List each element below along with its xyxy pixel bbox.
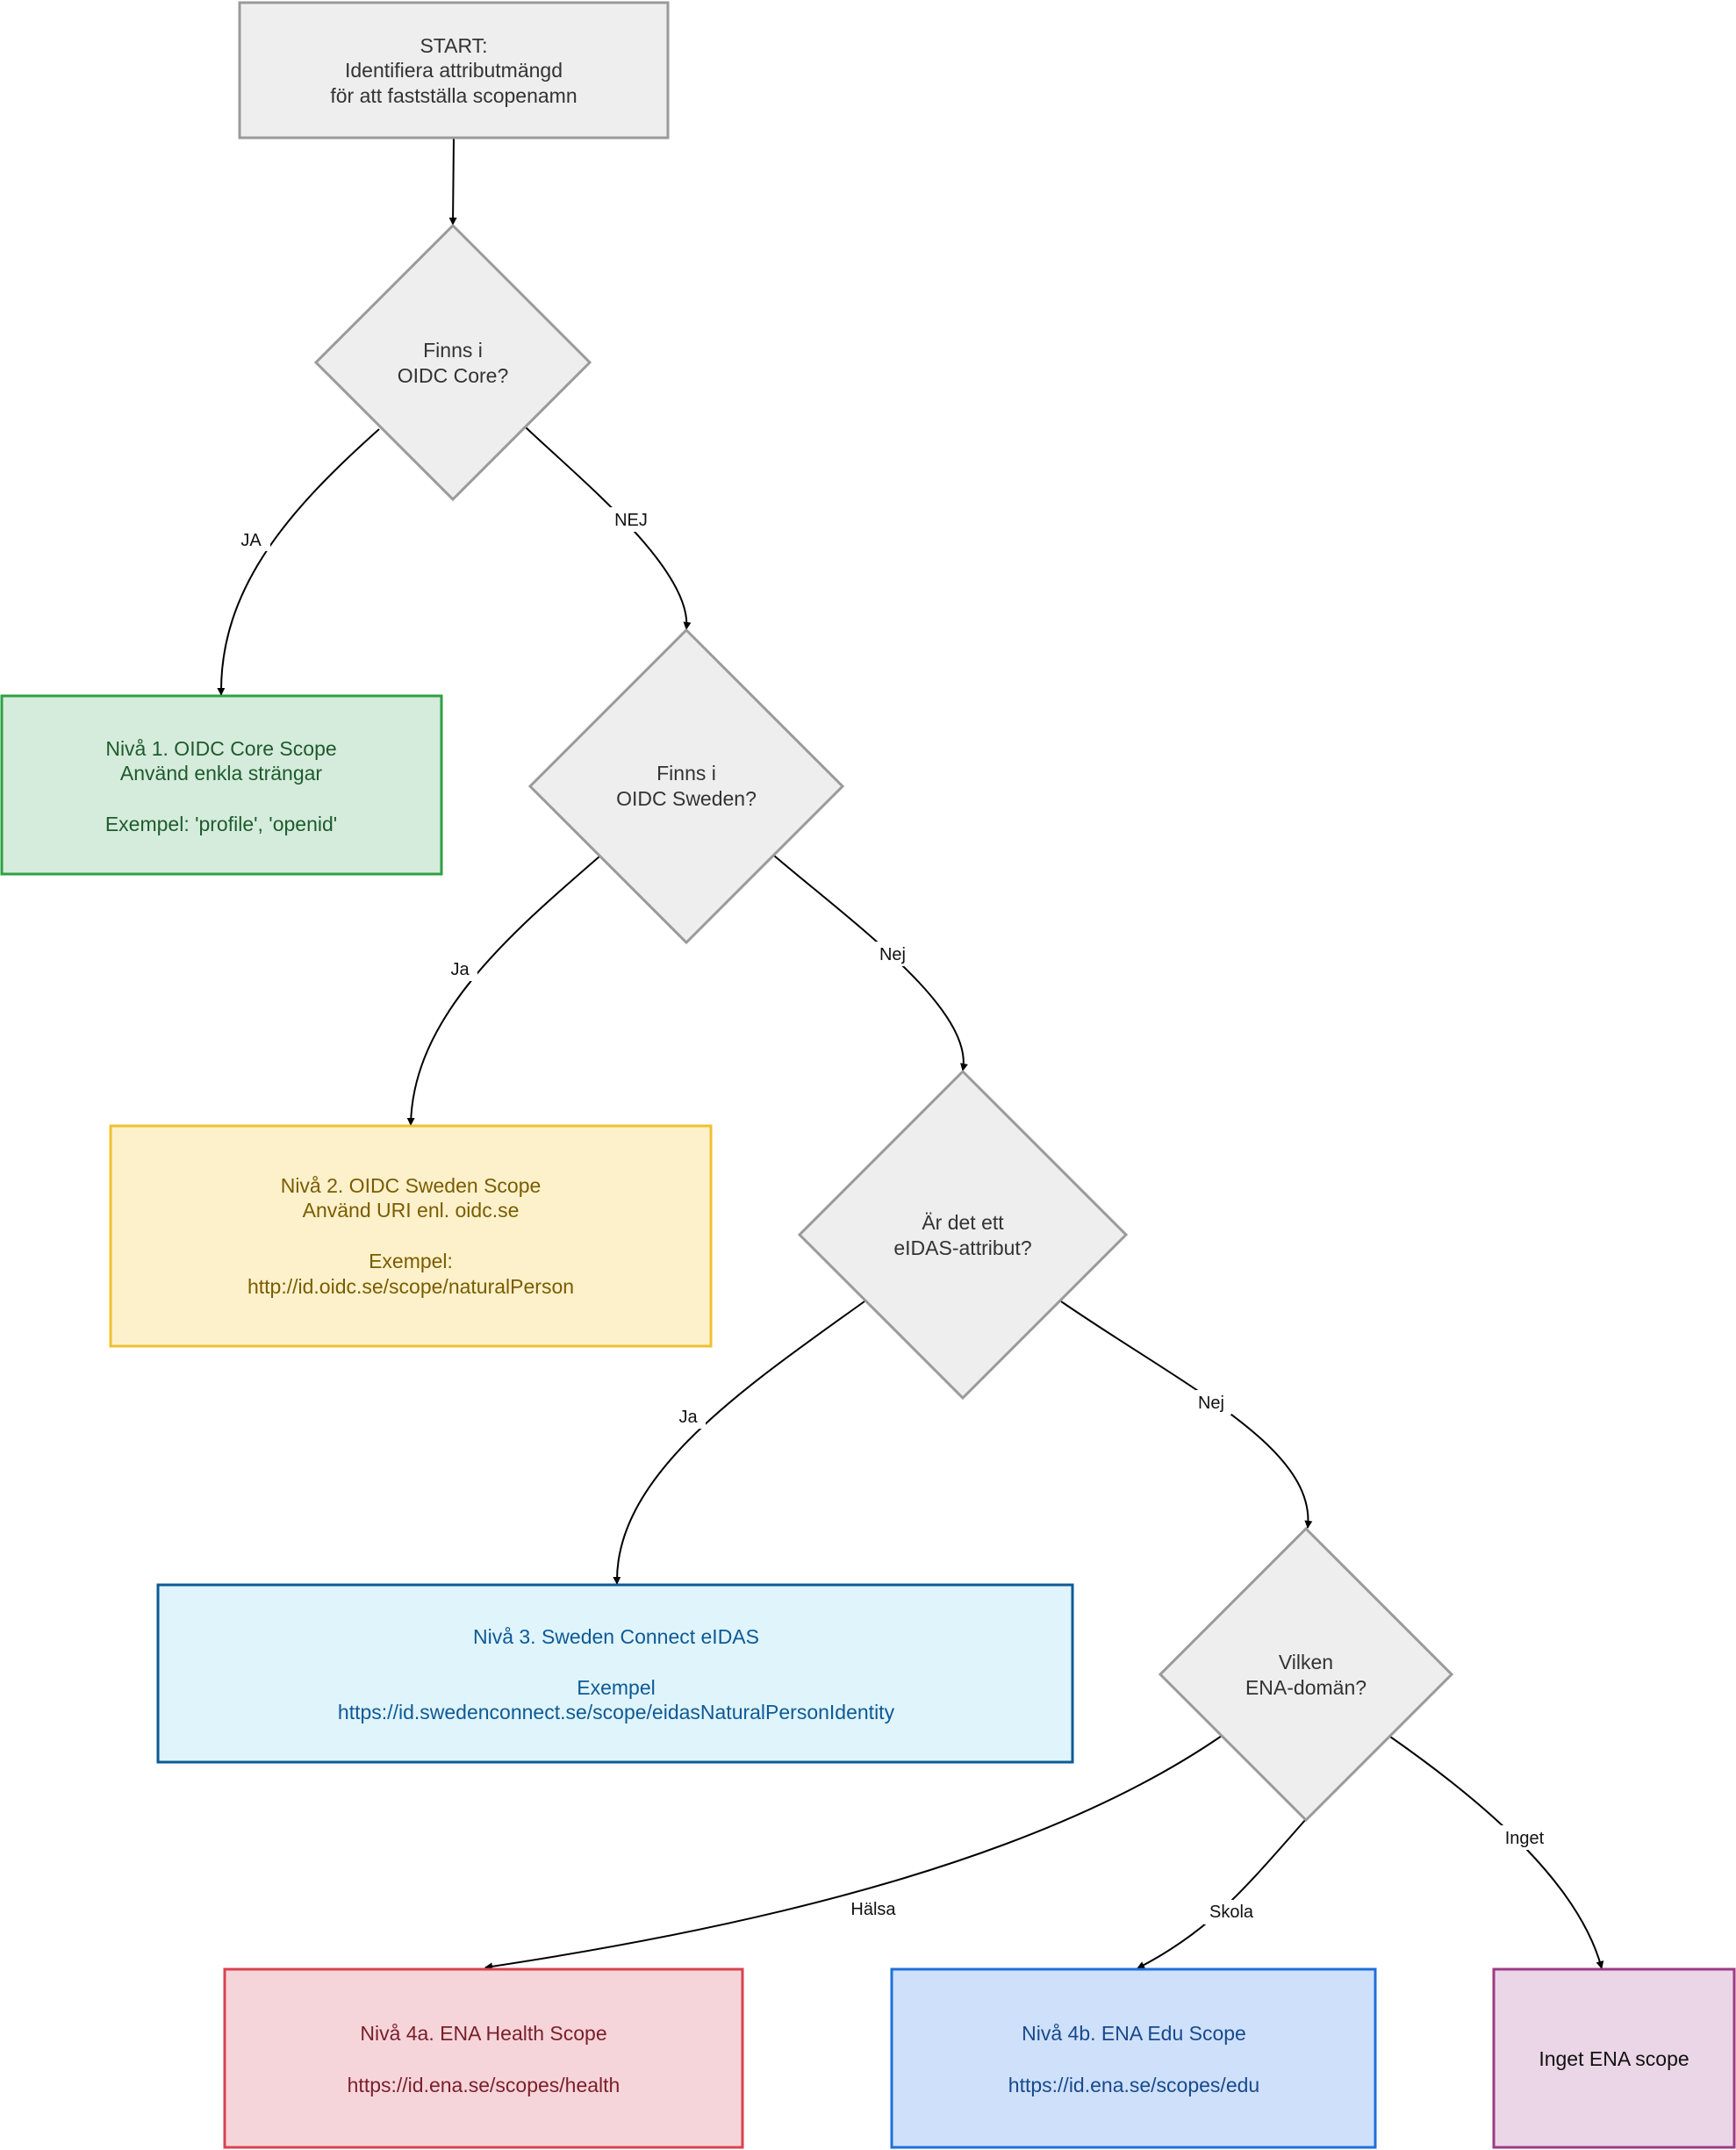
- level-1-title: Nivå 1. OIDC Core Scope: [105, 737, 336, 760]
- edge-label-core-yes: JA: [240, 531, 262, 550]
- level-4a-title: Nivå 4a. ENA Health Scope: [360, 2022, 606, 2045]
- level-3-example-label: Exempel: [577, 1676, 655, 1699]
- edge-label-eidas-no: Nej: [1198, 1394, 1224, 1413]
- level-4b-title: Nivå 4b. ENA Edu Scope: [1022, 2022, 1246, 2045]
- level-3-title: Nivå 3. Sweden Connect eIDAS: [473, 1625, 759, 1648]
- outcome-level-1: Nivå 1. OIDC Core Scope Använd enkla str…: [0, 694, 443, 876]
- decision-ena-domain: Vilken ENA-domän?: [1158, 1526, 1454, 1823]
- edge-eidas-no: [1060, 1301, 1313, 1529]
- edge-label-domain-health: Hälsa: [850, 1900, 896, 1919]
- no-ena-scope-label: Inget ENA scope: [1539, 2047, 1689, 2070]
- decision-oidc-sweden-line-1: Finns i: [656, 762, 716, 785]
- edge-sweden-yes: [406, 856, 600, 1126]
- edge-core-no: [525, 426, 692, 630]
- decision-oidc-core-line-1: Finns i: [423, 339, 483, 362]
- start-line-3: för att fastställa scopenamn: [330, 84, 577, 107]
- decision-eidas-line-2: eIDAS-attribut?: [893, 1236, 1031, 1259]
- edge-domain-none: [1389, 1736, 1604, 1969]
- edge-domain-health: [484, 1735, 1223, 1971]
- decision-ena-domain-line-1: Vilken: [1279, 1651, 1333, 1673]
- edge-eidas-yes: [613, 1301, 865, 1585]
- edge-label-eidas-yes: Ja: [678, 1408, 698, 1427]
- edge-core-yes: [217, 428, 380, 696]
- decision-oidc-sweden: Finns i OIDC Sweden?: [527, 627, 845, 945]
- edge-sweden-no: [773, 855, 968, 1071]
- edge-labels: JA NEJ Ja Nej Ja Nej Hälsa Skola Inget: [232, 507, 1550, 1924]
- decision-eidas: Är det ett eIDAS-attribut?: [797, 1069, 1129, 1401]
- outcome-level-3: Nivå 3. Sweden Connect eIDAS Exempel htt…: [156, 1583, 1074, 1764]
- level-4a-uri: https://id.ena.se/scopes/health: [348, 2074, 621, 2096]
- edge-label-domain-none: Inget: [1505, 1829, 1545, 1848]
- level-2-title: Nivå 2. OIDC Sweden Scope: [281, 1174, 542, 1197]
- start-line-1: START:: [420, 34, 487, 57]
- start-node: START: Identifiera attributmängd för att…: [238, 1, 670, 140]
- outcome-level-2: Nivå 2. OIDC Sweden Scope Använd URI enl…: [109, 1124, 713, 1348]
- outcome-level-4b: Nivå 4b. ENA Edu Scope https://id.ena.se…: [890, 1967, 1377, 2149]
- edge-domain-edu: [1137, 1818, 1307, 1969]
- decision-oidc-core: Finns i OIDC Core?: [313, 223, 592, 502]
- decision-eidas-line-1: Är det ett: [922, 1211, 1004, 1234]
- level-2-subtitle: Använd URI enl. oidc.se: [303, 1199, 520, 1222]
- edge-start-to-core: [448, 137, 457, 226]
- edge-label-sweden-no: Nej: [879, 945, 906, 964]
- level-2-example-uri: http://id.oidc.se/scope/naturalPerson: [247, 1275, 574, 1298]
- decision-ena-domain-line-2: ENA-domän?: [1245, 1676, 1367, 1699]
- decision-oidc-sweden-line-2: OIDC Sweden?: [616, 787, 757, 810]
- level-1-subtitle: Använd enkla strängar: [120, 762, 322, 785]
- outcome-no-ena-scope: Inget ENA scope: [1492, 1967, 1736, 2149]
- level-4b-uri: https://id.ena.se/scopes/edu: [1008, 2074, 1259, 2096]
- decision-oidc-core-line-2: OIDC Core?: [398, 364, 509, 387]
- edge-label-sweden-yes: Ja: [450, 960, 470, 979]
- level-3-example-uri: https://id.swedenconnect.se/scope/eidasN…: [338, 1701, 895, 1724]
- level-1-example: Exempel: 'profile', 'openid': [105, 813, 337, 835]
- edge-label-domain-edu: Skola: [1209, 1903, 1254, 1922]
- outcome-level-4a: Nivå 4a. ENA Health Scope https://id.ena…: [223, 1967, 744, 2149]
- level-2-example-label: Exempel:: [369, 1250, 453, 1272]
- edge-label-core-no: NEJ: [614, 511, 648, 530]
- start-line-2: Identifiera attributmängd: [345, 59, 563, 82]
